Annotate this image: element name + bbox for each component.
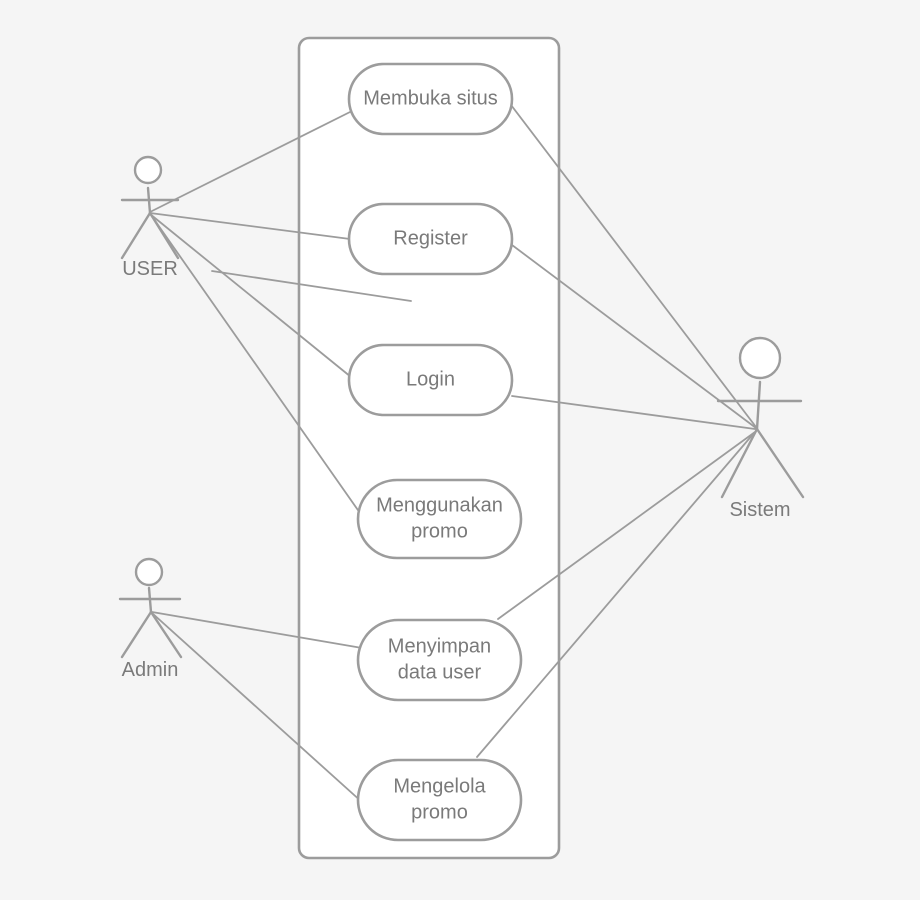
- association-line-user-membuka-situs: [149, 110, 353, 213]
- actor-head-icon: [133, 155, 163, 185]
- actor-user[interactable]: USER: [120, 155, 180, 280]
- actor-leg-left: [720, 427, 759, 499]
- use-case-menyimpan-data-user[interactable]: Menyimpan data user: [356, 618, 523, 702]
- actor-leg-right: [148, 211, 180, 260]
- actor-label: USER: [122, 258, 178, 280]
- use-case-label: Membuka situs: [363, 87, 498, 109]
- use-case-mengelola-promo[interactable]: Mengelola promo: [356, 758, 523, 842]
- use-case-shape: [356, 758, 523, 842]
- system-boundary-layer: [297, 36, 561, 860]
- use-case-label: Mengelola: [393, 775, 486, 797]
- actor-head-icon: [738, 336, 782, 380]
- use-case-label: Login: [406, 368, 455, 390]
- system-boundary-box: [297, 36, 561, 860]
- use-case-label: data user: [398, 661, 482, 683]
- use-case-shape: [356, 478, 523, 560]
- association-line-user-menggunakan-promo: [150, 214, 361, 514]
- use-case-label: promo: [411, 520, 468, 542]
- use-case-label: Menyimpan: [388, 635, 491, 657]
- actor-leg-left: [120, 610, 153, 659]
- use-case-shape: [347, 202, 514, 276]
- association-line-register-sistem: [507, 241, 757, 429]
- actor-body: [755, 380, 762, 431]
- use-case-shape: [347, 343, 514, 417]
- association-line-membuka-situs-sistem: [507, 100, 757, 428]
- association-line-user-register: [149, 212, 351, 240]
- association-line-admin-mengelola-promo: [151, 612, 364, 804]
- use-case-shape: [347, 62, 514, 136]
- use-case-label: Register: [393, 227, 468, 249]
- actor-leg-right: [149, 610, 183, 659]
- association-line-dangling-connector: [211, 270, 412, 302]
- use-case-label: promo: [411, 801, 468, 823]
- actor-admin[interactable]: Admin: [118, 557, 183, 681]
- use-case-shape: [356, 618, 523, 702]
- association-line-menyimpan-data-user-sistem: [497, 431, 756, 620]
- actor-head-icon: [134, 557, 164, 587]
- use-case-membuka-situs[interactable]: Membuka situs: [347, 62, 514, 136]
- actor-sistem[interactable]: Sistem: [716, 336, 805, 521]
- association-line-login-sistem: [511, 395, 756, 430]
- actor-leg-left: [120, 211, 152, 260]
- actor-leg-right: [755, 427, 805, 499]
- use-case-menggunakan-promo[interactable]: Menggunakan promo: [356, 478, 523, 560]
- actor-label: Sistem: [729, 499, 790, 521]
- association-line-mengelola-promo-sistem: [476, 432, 755, 758]
- actor-label: Admin: [122, 659, 179, 681]
- association-line-user-login: [149, 213, 352, 378]
- use-case-label: Menggunakan: [376, 494, 503, 516]
- association-lines-layer: [149, 100, 757, 804]
- use-case-login[interactable]: Login: [347, 343, 514, 417]
- use-case-register[interactable]: Register: [347, 202, 514, 276]
- association-line-admin-menyimpan-data-user: [151, 611, 363, 649]
